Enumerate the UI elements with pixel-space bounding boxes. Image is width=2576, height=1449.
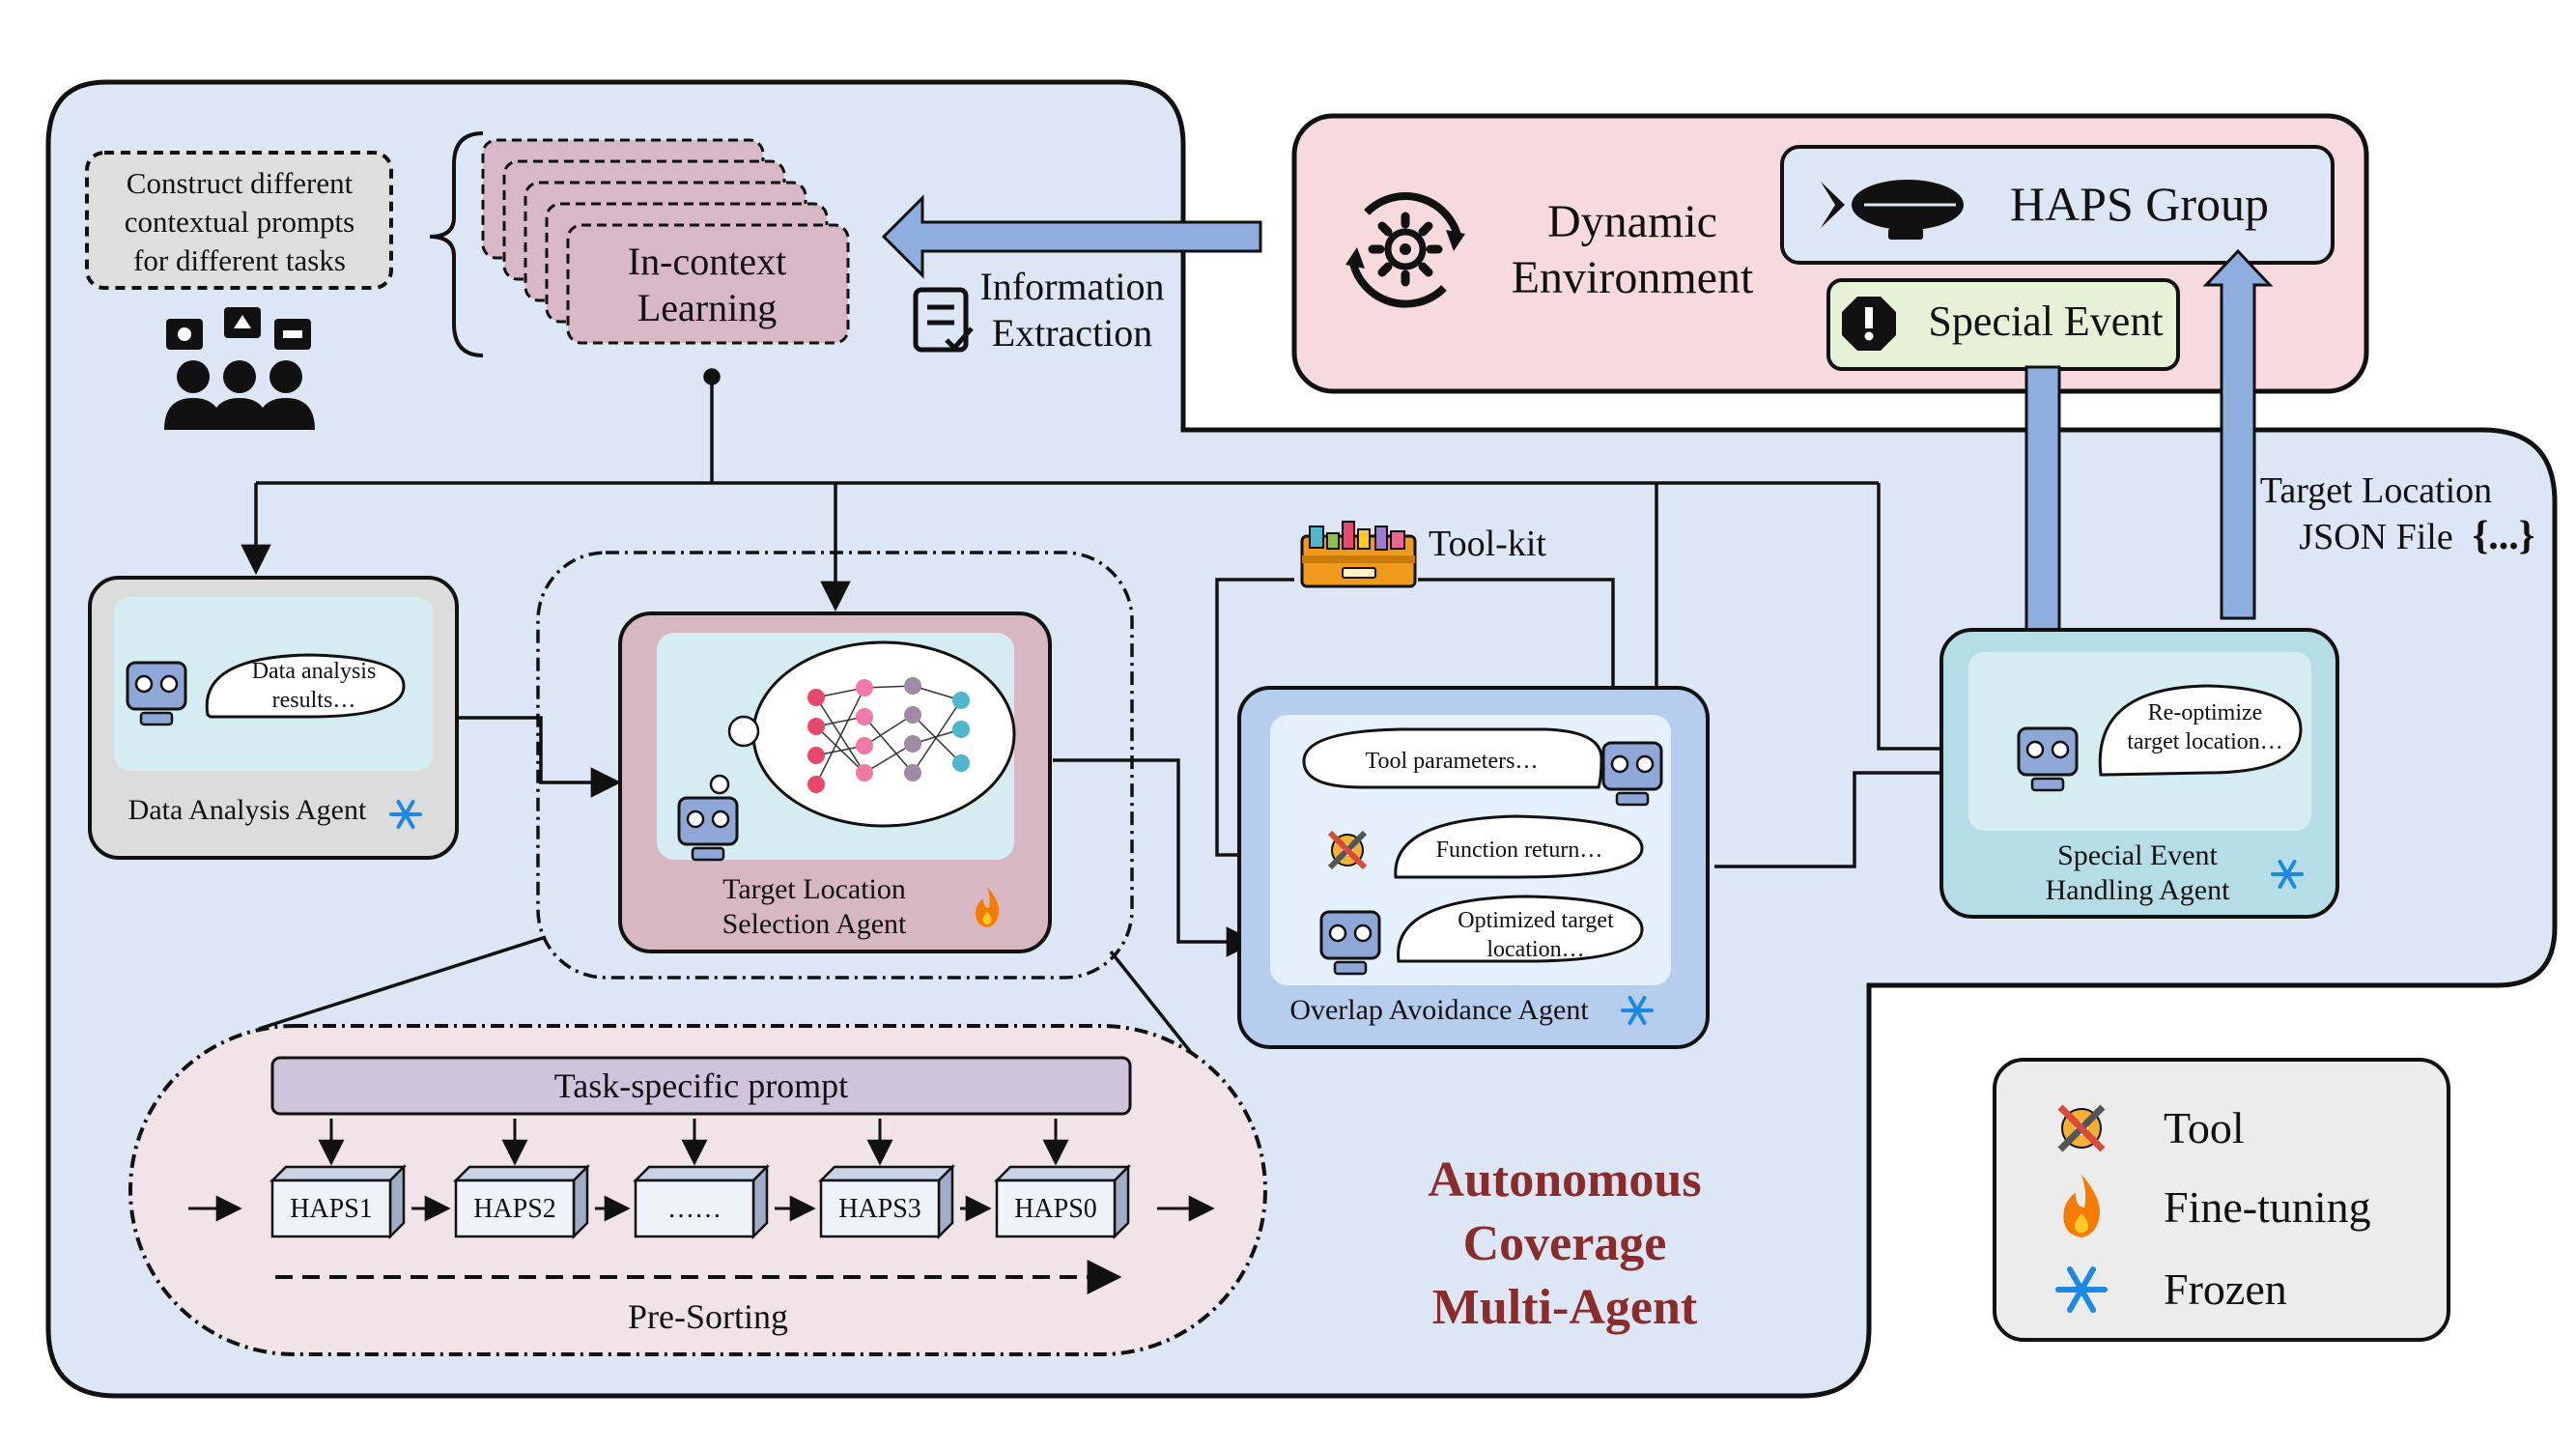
task-prompt-bar	[270, 1056, 1132, 1116]
data-analysis-agent-label: Data Analysis Agent	[128, 794, 367, 826]
zoom-line	[258, 935, 547, 1031]
gear-cycle-icon	[1345, 192, 1465, 308]
fire-icon	[976, 887, 1000, 927]
data-analysis-bubble	[205, 653, 406, 719]
info-extraction-arrow	[881, 194, 1262, 279]
special-event-box	[1826, 278, 2180, 371]
target-location-group	[536, 551, 1134, 980]
toolbox-icon	[1300, 521, 1417, 588]
thought-dot	[727, 715, 760, 748]
alert-icon	[1842, 297, 1896, 351]
robot-icon	[1319, 910, 1381, 976]
presorting-label: Pre-Sorting	[628, 1297, 788, 1336]
toolkit-label: Tool-kit	[1429, 524, 1546, 564]
prompt-card-stack	[481, 138, 850, 345]
haps-label: HAPS2	[473, 1194, 556, 1224]
tool-icon	[1327, 830, 1368, 870]
connector-lines	[241, 368, 2005, 957]
robot-icon	[1601, 741, 1663, 807]
haps-box: ……	[632, 1163, 771, 1240]
function-return-text: Function return…	[1436, 838, 1603, 863]
haps-sequence: HAPS1 HAPS2 …… HAPS3 HAPS0	[188, 1119, 1215, 1240]
special-event-label: Special Event	[1928, 298, 2163, 345]
legend-tool-label: Tool	[2164, 1103, 2245, 1152]
robot-icon	[2017, 726, 2079, 792]
airship-icon	[1821, 180, 1964, 240]
haps-box: HAPS2	[452, 1163, 591, 1240]
neural-network-icon	[807, 677, 970, 793]
reoptimize-bubble	[2098, 684, 2303, 777]
function-return-bubble	[1394, 814, 1644, 879]
haps-label: HAPS3	[838, 1194, 921, 1224]
legend-box	[1993, 1058, 2450, 1342]
tool-params-bubble	[1302, 727, 1603, 789]
frozen-icon	[2271, 860, 2304, 889]
optimized-location-bubble	[1397, 895, 1644, 963]
tool-icon	[2057, 1104, 2106, 1152]
frozen-icon	[2055, 1266, 2108, 1313]
haps-group-label: HAPS Group	[2010, 177, 2269, 231]
tool-params-text: Tool parameters…	[1366, 749, 1539, 774]
haps-box: HAPS0	[993, 1163, 1132, 1240]
robot-icon	[126, 661, 187, 726]
haps-label: HAPS1	[290, 1194, 373, 1224]
curly-brace	[429, 131, 484, 357]
fire-icon	[2063, 1174, 2100, 1237]
haps-box: HAPS3	[817, 1163, 956, 1240]
checklist-icon	[913, 287, 974, 353]
haps-label: ……	[667, 1194, 722, 1224]
zoom-line	[1109, 950, 1195, 1057]
json-braces-label: {...}	[2473, 514, 2535, 558]
frozen-icon	[1621, 996, 1654, 1025]
legend-frozen-label: Frozen	[2164, 1264, 2287, 1314]
json-up-arrow	[2202, 248, 2274, 620]
legend-fine-tuning-label: Fine-tuning	[2164, 1182, 2371, 1232]
haps-box: HAPS1	[269, 1163, 408, 1240]
haps-label: HAPS0	[1014, 1194, 1097, 1224]
people-discussion-icon	[164, 307, 315, 430]
prompt-note	[85, 151, 393, 290]
frozen-icon	[389, 800, 422, 829]
overlap-avoidance-agent-label: Overlap Avoidance Agent	[1289, 994, 1589, 1026]
robot-icon	[677, 796, 739, 862]
task-prompt-label: Task-specific prompt	[554, 1066, 848, 1105]
thought-dot	[709, 774, 730, 795]
